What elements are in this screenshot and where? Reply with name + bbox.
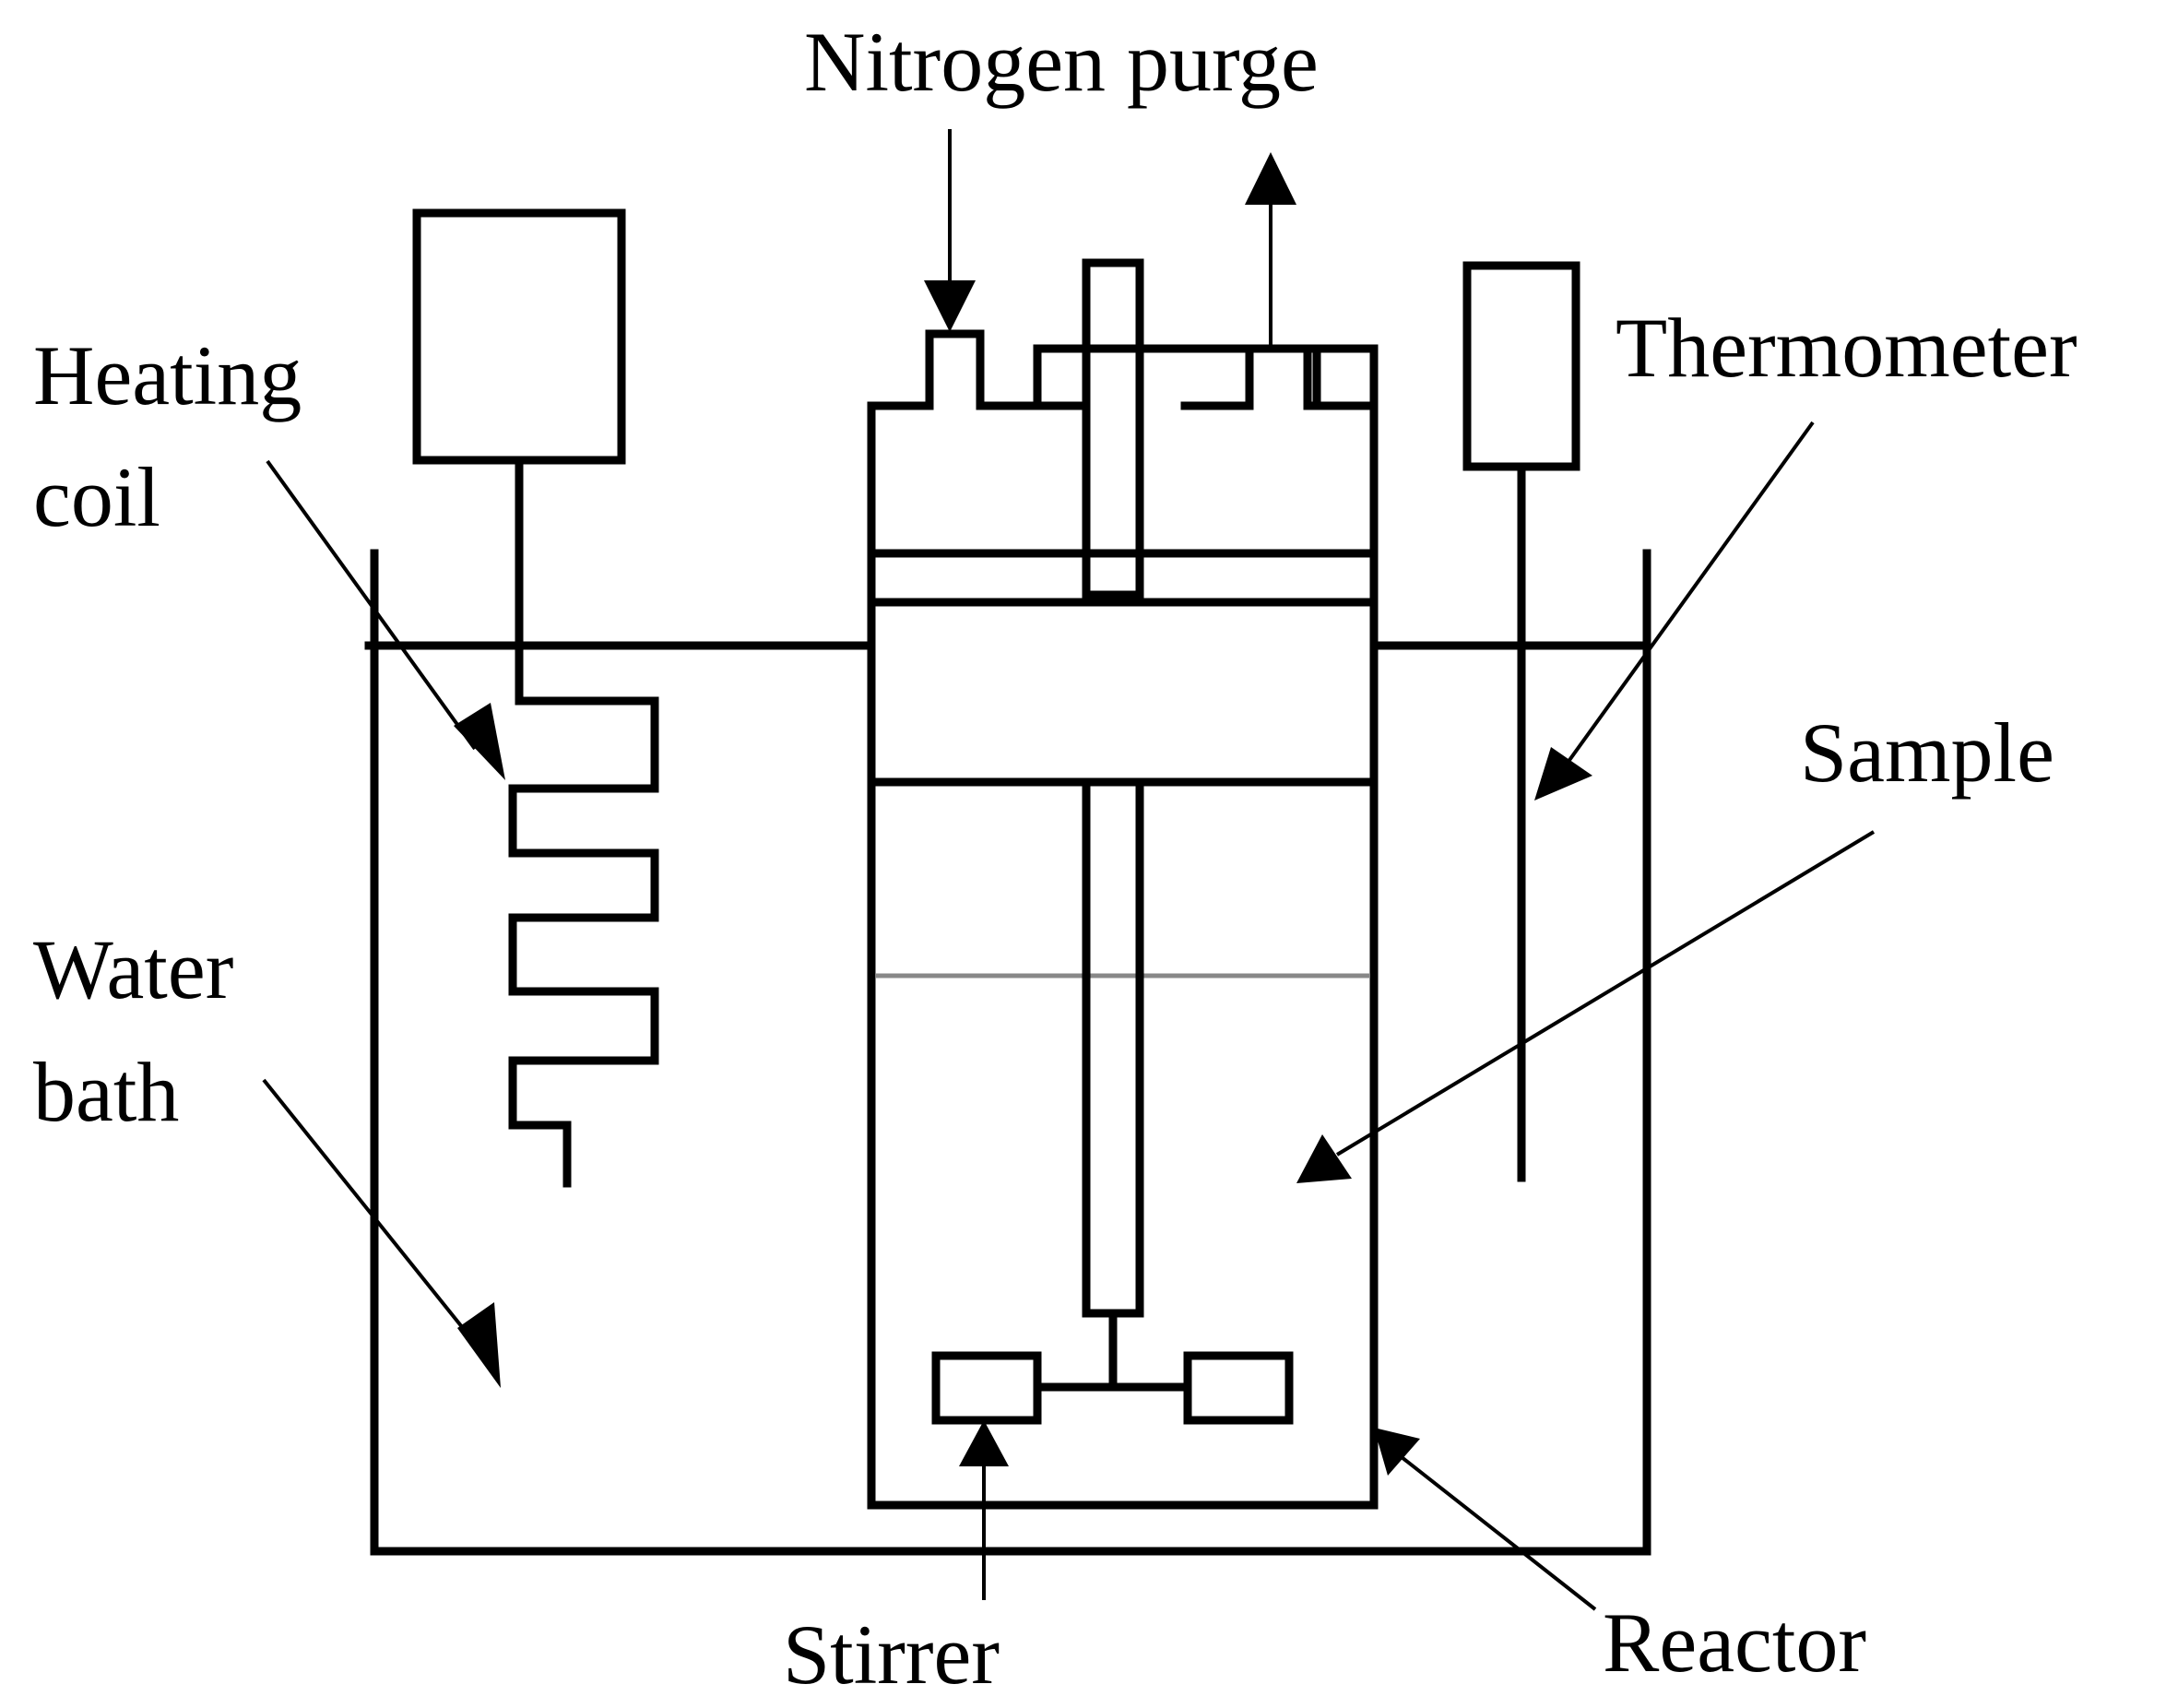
nitrogen-purge-label: Nitrogen purge bbox=[804, 15, 1319, 109]
water-bath-label-line1: Water bbox=[33, 922, 233, 1016]
stirrer-blade-left bbox=[931, 1351, 1042, 1425]
water-bath-label-line2: bath bbox=[33, 1045, 179, 1139]
stirrer-shaft-lower bbox=[1082, 777, 1144, 1318]
reactor-arrow-head bbox=[1374, 1428, 1420, 1476]
heating-coil-label-line1: Heating bbox=[33, 328, 302, 422]
reactor bbox=[867, 258, 1379, 1510]
heating-coil-arrow-head bbox=[454, 703, 505, 780]
heating-coil bbox=[412, 208, 659, 1188]
thermometer bbox=[1462, 261, 1580, 1182]
heating-coil-element bbox=[508, 456, 659, 1188]
water-bath-arrow-head bbox=[457, 1302, 501, 1388]
stirrer-label: Stirrer bbox=[783, 1607, 1000, 1702]
water-bath-container bbox=[370, 549, 1651, 1556]
annotation-arrows bbox=[262, 129, 1876, 1611]
thermometer-label: Thermometer bbox=[1616, 301, 2077, 395]
reactor-lid-step bbox=[1033, 344, 1090, 410]
heating-coil-label-line2: coil bbox=[33, 450, 160, 544]
nitrogen-out-arrow-head bbox=[1245, 152, 1296, 205]
stirrer bbox=[931, 1309, 1294, 1425]
sample-label: Sample bbox=[1800, 706, 2054, 800]
thermometer-head bbox=[1462, 261, 1580, 471]
labels: Nitrogen purge Heating coil Thermometer … bbox=[33, 15, 2077, 1702]
sample-arrow-shaft bbox=[1335, 830, 1876, 1156]
water-bath bbox=[364, 549, 1651, 1556]
stirrer-shaft-upper bbox=[1082, 258, 1144, 599]
water-bath-arrow-shaft bbox=[262, 1078, 479, 1348]
heating-coil-arrow-shaft bbox=[266, 459, 477, 751]
stirrer-arrow-head bbox=[959, 1420, 1009, 1466]
reactor-label: Reactor bbox=[1603, 1595, 1866, 1690]
heating-coil-control-box bbox=[412, 208, 626, 465]
reactor-arrow-shaft bbox=[1400, 1455, 1597, 1611]
stirrer-blade-right bbox=[1183, 1351, 1294, 1425]
reactor-outline-right bbox=[867, 344, 1379, 1510]
nitrogen-in-arrow-head bbox=[924, 280, 976, 332]
thermometer-arrow-shaft bbox=[1566, 421, 1815, 765]
sample-arrow-head bbox=[1296, 1134, 1352, 1183]
reactor-outline-left bbox=[867, 329, 1379, 1510]
thermometer-arrow-head bbox=[1534, 747, 1592, 801]
